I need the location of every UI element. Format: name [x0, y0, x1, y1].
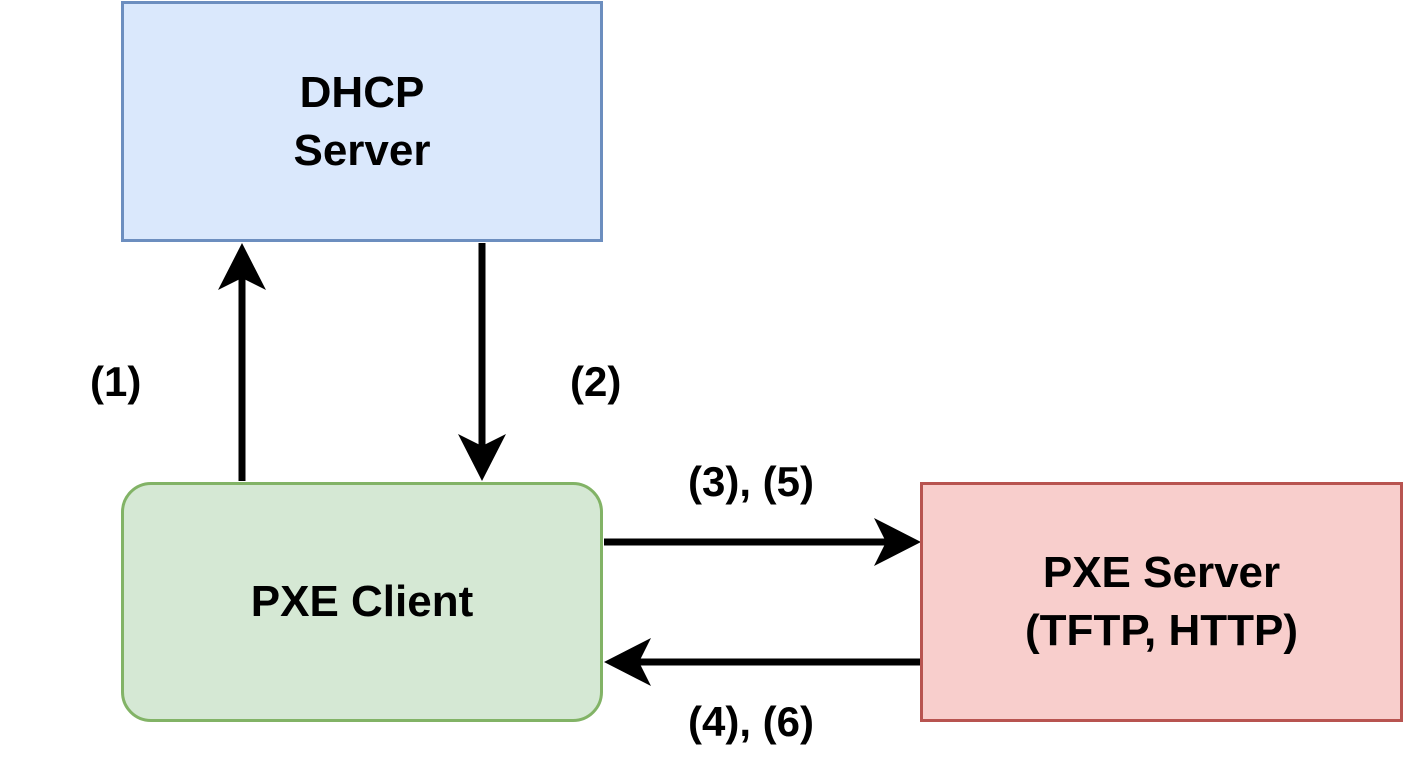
step-1-label: (1)	[90, 358, 142, 405]
steps-4-6-label: (4), (6)	[688, 698, 814, 745]
pxe-server-title: PXE Server	[1042, 548, 1281, 597]
dhcp-server-subtitle: Server	[293, 125, 431, 175]
arrow-dhcp-to-client	[458, 243, 506, 481]
arrow-client-to-pxe-server	[604, 518, 921, 566]
arrow-client-to-dhcp	[218, 243, 266, 481]
pxe-client-title: PXE Client	[250, 577, 474, 626]
steps-3-5-label: (3), (5)	[688, 458, 814, 505]
step-2-label: (2)	[570, 358, 622, 405]
pxe-client-node: PXE Client	[121, 482, 603, 722]
pxe-server-node: PXE Server (TFTP, HTTP)	[920, 482, 1403, 722]
pxe-server-protocols: (TFTP, HTTP)	[1025, 606, 1298, 655]
dhcp-server-title: DHCP	[299, 67, 425, 117]
arrow-pxe-server-to-client	[604, 638, 920, 686]
dhcp-server-node: DHCP Server	[121, 1, 603, 242]
